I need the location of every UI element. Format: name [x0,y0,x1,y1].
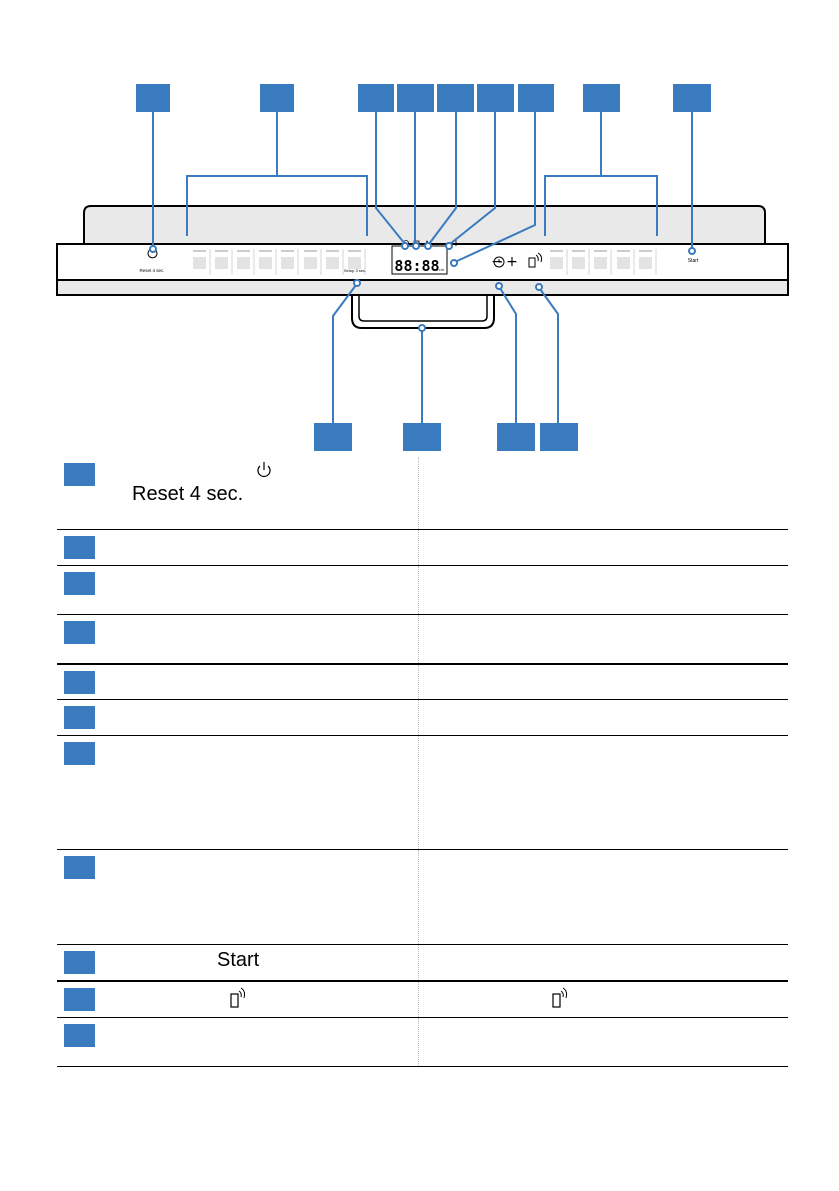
program-button[interactable] [572,257,585,269]
callout-badge [136,84,170,112]
program-button[interactable] [304,257,317,269]
table-row [57,530,788,566]
row-badge [64,988,95,1011]
callout-badge [437,84,474,112]
row-badge [64,706,95,729]
table-row: Start [57,945,788,982]
row-badge [64,621,95,644]
row-badge [64,856,95,879]
program-button[interactable] [237,257,250,269]
leader-lines [149,112,696,423]
table-row [57,982,788,1018]
door-handle [351,295,495,329]
callout-badge [260,84,294,112]
remote-start-icon[interactable] [528,252,543,268]
table-row [57,615,788,665]
display-unit: h:m [437,267,444,272]
callout-badge [518,84,554,112]
remote-start-icon [552,987,568,1015]
table-row [57,850,788,945]
table-row [57,700,788,736]
table-row: Reset 4 sec. [57,457,788,530]
row-badge [64,671,95,694]
row-badge [64,742,95,765]
timer-plus[interactable]: + [506,254,518,270]
program-button[interactable] [326,257,339,269]
callout-badge [477,84,514,112]
clock-icon[interactable] [493,256,505,268]
callout-badge [673,84,711,112]
row-badge [64,536,95,559]
bottom-strip [56,279,789,296]
callout-badge [583,84,620,112]
callout-badge [540,423,578,451]
control-panel-diagram: Reset 4 sec. Setup 3 sec. 88:88 h:m − + … [56,84,789,451]
row-badge [64,1024,95,1047]
panel-top-cover [83,205,766,245]
program-button[interactable] [594,257,607,269]
start-label[interactable]: Start [688,258,699,264]
description-table: Reset 4 sec. Start [57,457,788,1067]
program-button[interactable] [281,257,294,269]
program-button[interactable] [639,257,652,269]
program-button[interactable] [259,257,272,269]
table-row [57,566,788,615]
program-button[interactable] [617,257,630,269]
display [391,245,448,275]
callout-badge [358,84,394,112]
program-button[interactable] [193,257,206,269]
row-badge [64,572,95,595]
callout-badge [497,423,535,451]
timer-minus[interactable]: − [491,254,503,270]
callout-badge [403,423,441,451]
table-row [57,665,788,700]
table-row [57,736,788,850]
remote-start-icon [230,987,246,1015]
callout-badge [397,84,434,112]
table-row [57,1018,788,1067]
program-buttons-right [550,249,657,275]
power-icon [132,461,272,485]
reset-text: Reset 4 sec. [132,483,244,505]
program-button[interactable] [348,257,361,269]
display-digits: 88:88 [394,257,439,275]
row-badge [64,463,95,486]
program-buttons-left [193,249,366,275]
callout-badge [314,423,352,451]
program-button[interactable] [215,257,228,269]
start-text: Start [217,949,260,971]
program-button[interactable] [550,257,563,269]
row-badge [64,951,95,974]
reset-label: Reset 4 sec. [139,268,164,273]
setup-label: Setup 3 sec. [344,268,366,273]
